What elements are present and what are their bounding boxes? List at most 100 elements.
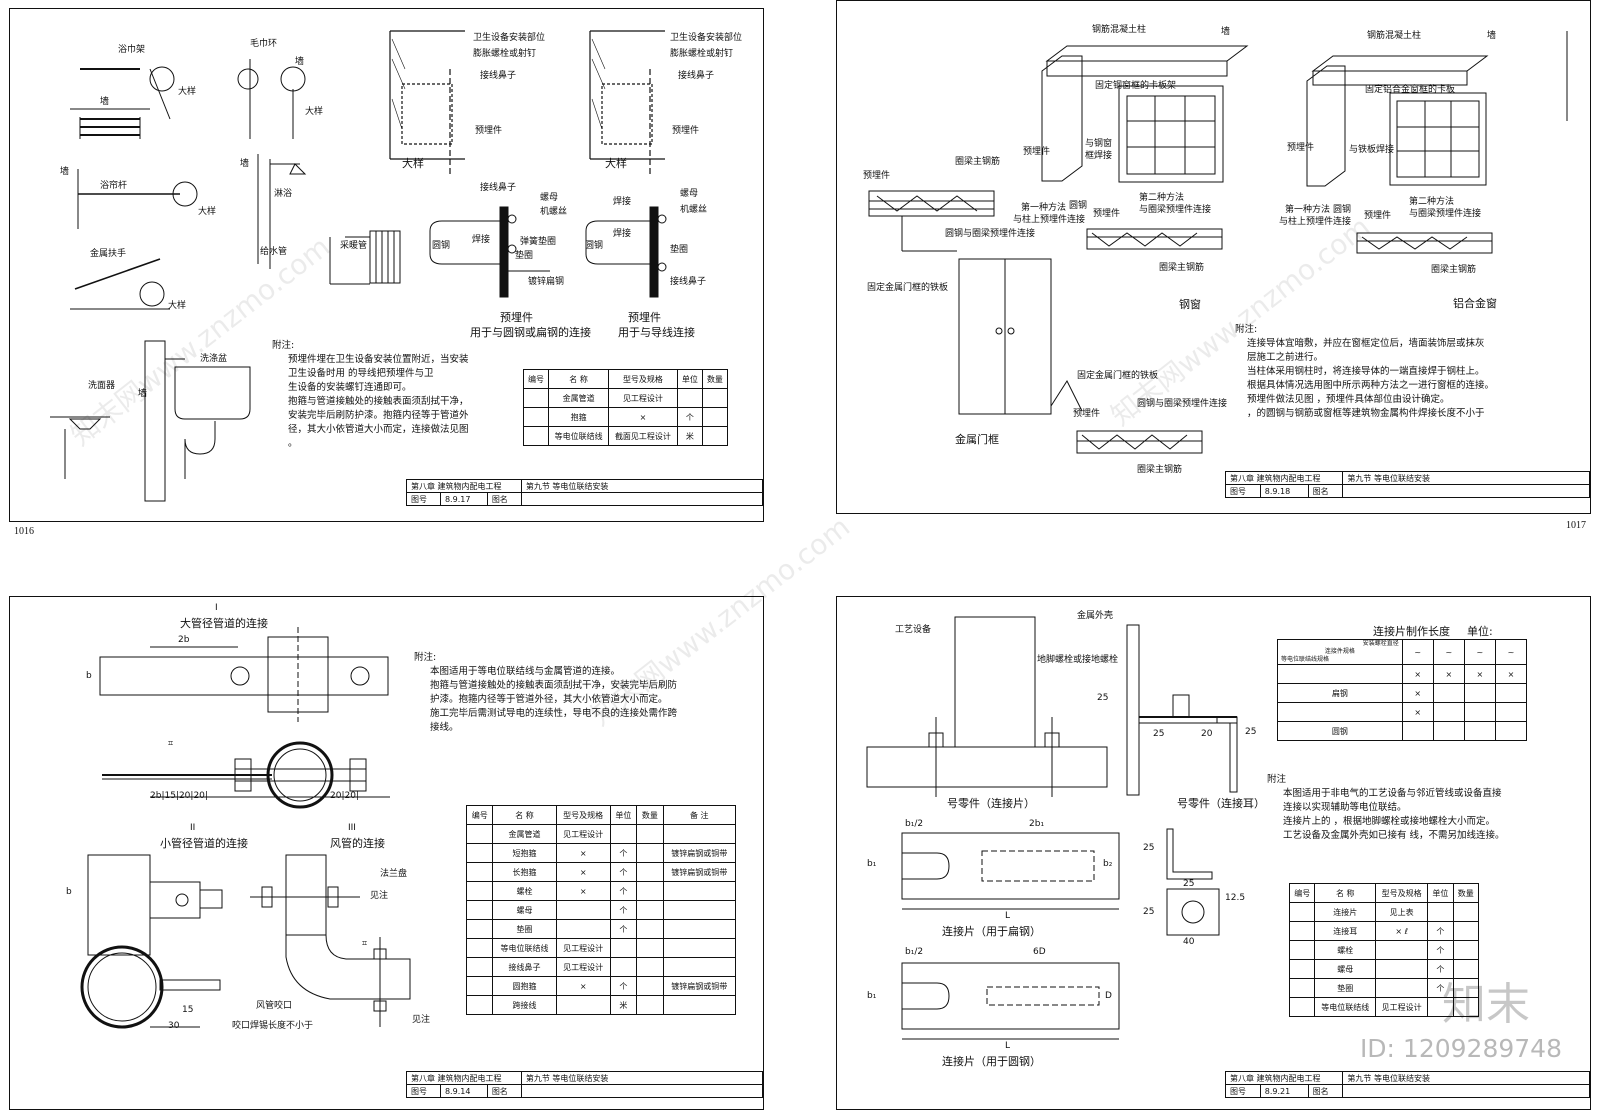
label-bath-bar: 浴帘杆 bbox=[100, 181, 128, 191]
table-cell bbox=[1463, 721, 1496, 741]
table-cell: 连接耳 bbox=[1314, 921, 1377, 941]
sheet-bottom-left: I 大管径管道的连接 2b b ⌗ 2b|15|20|20| 20|20| II… bbox=[9, 596, 764, 1110]
table-cell bbox=[1494, 683, 1528, 703]
materials-table: 编号 名 称 型号及规格 单位 数量 备 注 金属管道见工程设计 短抱箍×个镀锌… bbox=[465, 805, 737, 1015]
label-dim: 15 bbox=[182, 1005, 194, 1015]
table-header: 数量 bbox=[636, 805, 664, 825]
label-round-steel: 圆钢 bbox=[1333, 205, 1352, 215]
label-weld: 焊接 bbox=[613, 229, 632, 239]
length-table: 安装螺栓直径 连接件规格 等电位联结线规格 ~ ~ ~ ~ ×××× 扁钢× ×… bbox=[1277, 639, 1528, 741]
note-line: 预埋件埋在卫生设备安装位置附近，当安装 bbox=[288, 354, 469, 365]
caption-part-piece: 号零件（连接片） bbox=[947, 797, 1035, 810]
table-cell: 螺栓 bbox=[1314, 940, 1377, 960]
label-fix-door: 固定金属门框的铁板 bbox=[867, 283, 949, 293]
table-cell: 见工程设计 bbox=[1375, 997, 1429, 1017]
label-nut: 螺母 bbox=[540, 193, 559, 203]
title-fig-label: 图号 bbox=[406, 1084, 441, 1098]
caption-alu-window: 铝合金窗 bbox=[1453, 297, 1497, 310]
table-header-row: 编号 名 称 型号及规格 单位 数量 备 注 bbox=[465, 805, 737, 825]
label-method2: 第二种方法 bbox=[1409, 197, 1455, 207]
table-header: ~ bbox=[1494, 639, 1528, 665]
label-fix-frame: 固定钢窗框的卡板架 bbox=[1095, 81, 1177, 91]
label-rc-column: 钢筋混凝土柱 bbox=[1367, 31, 1422, 41]
label-weld: 焊接 bbox=[472, 235, 491, 245]
label-dim: 6D bbox=[1033, 947, 1046, 957]
title-chapter: 第八章 建筑物内配电工程 bbox=[1224, 1071, 1344, 1085]
caption-detail: 大样 bbox=[402, 157, 424, 170]
table-cell: 米 bbox=[676, 426, 703, 446]
table-cell bbox=[609, 957, 638, 977]
label-galv-flat: 镀锌扁钢 bbox=[528, 277, 565, 287]
table-cell: 个 bbox=[609, 862, 638, 882]
table-cell bbox=[555, 995, 611, 1015]
length-table-unit: 单位: bbox=[1467, 625, 1493, 638]
label-dim: L bbox=[1005, 1041, 1011, 1051]
label-dim: b₁/2 bbox=[905, 819, 924, 829]
table-header: 型号及规格 bbox=[555, 805, 611, 825]
note-line: 连接以实现辅助等电位联结。 bbox=[1283, 802, 1407, 813]
table-cell: 金属管道 bbox=[492, 824, 557, 844]
label-wall: 墙 bbox=[1221, 27, 1231, 37]
table-cell bbox=[609, 824, 638, 844]
label-method2-sub: 与圈梁预埋件连接 bbox=[1139, 205, 1212, 215]
label-detail: 大样 bbox=[305, 107, 324, 117]
table-cell bbox=[465, 900, 494, 920]
table-header: 型号及规格 bbox=[608, 369, 678, 389]
table-cell: 等电位联结线 bbox=[1314, 997, 1377, 1017]
table-cell bbox=[636, 900, 664, 920]
table-cell: 镀锌扁钢或铜带 bbox=[662, 843, 737, 863]
table-cell bbox=[1432, 683, 1465, 703]
label-dim: b bbox=[66, 887, 72, 897]
table-row: 等电位联结线见工程设计 bbox=[465, 938, 737, 958]
notes-block: 连接导体宜暗敷，并应在窗框定位后，墙面装饰层或抹灰 层施工之前进行。 当柱体采用… bbox=[1247, 337, 1494, 421]
title-fig-label: 图号 bbox=[1225, 1084, 1261, 1098]
table-cell: 接线鼻子 bbox=[492, 957, 557, 977]
table-cell bbox=[1452, 940, 1480, 960]
table-cell bbox=[465, 995, 494, 1015]
label-round-steel: 圆钢 bbox=[585, 241, 604, 251]
label-connector: 接线鼻子 bbox=[480, 71, 517, 81]
label-embedded: 预埋件 bbox=[863, 171, 891, 181]
table-header: 名 称 bbox=[1314, 883, 1377, 903]
table-cell bbox=[636, 938, 664, 958]
table-cell: 米 bbox=[609, 995, 638, 1015]
sheet-top-right: 钢筋混凝土柱 墙 固定钢窗框的卡板架 与钢窗 框焊接 预埋件 圈梁主钢筋 预埋件… bbox=[836, 0, 1591, 514]
table-row: 螺母个 bbox=[1288, 959, 1480, 979]
table-cell: 个 bbox=[609, 976, 638, 996]
label-machine-screw: 机螺丝 bbox=[680, 205, 708, 215]
label-dim: b₂ bbox=[1103, 859, 1113, 869]
label-install-position: 卫生设备安装部位 bbox=[670, 33, 743, 43]
label-dim: 12.5 bbox=[1225, 893, 1246, 903]
table-cell: × bbox=[1401, 683, 1434, 703]
title-block: 第八章 建筑物内配电工程 第九节 等电位联结安装 图号 8.9.17 图名 bbox=[406, 479, 764, 506]
table-cell bbox=[636, 862, 664, 882]
title-name-label: 图名 bbox=[1307, 1084, 1344, 1098]
table-cell bbox=[636, 995, 664, 1015]
table-row: 螺栓×个 bbox=[465, 881, 737, 901]
label-fix-alu: 固定铝合金窗框的卡板 bbox=[1365, 85, 1456, 95]
title-block: 第八章 建筑物内配电工程 第九节 等电位联结安装 图号 8.9.21 图名 bbox=[1224, 1071, 1590, 1098]
label-embedded: 预埋件 bbox=[1023, 147, 1051, 157]
label-expansion-bolt: 膨胀螺栓或射钉 bbox=[473, 49, 537, 59]
sheet-bottom-right: 工艺设备 金属外壳 地脚螺栓或接地螺栓 25 25 20 25 号零件（连接片）… bbox=[836, 596, 1591, 1110]
table-cell bbox=[636, 881, 664, 901]
title-section: 第九节 等电位联结安装 bbox=[520, 1071, 764, 1085]
caption-metal-door: 金属门框 bbox=[955, 433, 999, 446]
label-install-position: 卫生设备安装部位 bbox=[473, 33, 546, 43]
table-cell: 见工程设计 bbox=[555, 938, 611, 958]
notes-title: 附注 bbox=[1267, 774, 1287, 785]
label-dim: 40 bbox=[1183, 937, 1195, 947]
table-cell bbox=[465, 938, 494, 958]
table-cell bbox=[555, 919, 611, 939]
table-cell bbox=[1401, 721, 1434, 741]
label-dim: 25 bbox=[1143, 843, 1155, 853]
title-fig-no: 8.9.14 bbox=[439, 1084, 488, 1098]
diag-header: 安装螺栓直径 连接件规格 等电位联结线规格 bbox=[1277, 639, 1403, 665]
title-name-value bbox=[1342, 1084, 1590, 1098]
label-see-note: 见注 bbox=[370, 891, 389, 901]
title-name-label: 图名 bbox=[486, 1084, 522, 1098]
table-cell bbox=[1288, 959, 1316, 979]
label-washer: 垫圈 bbox=[515, 251, 534, 261]
